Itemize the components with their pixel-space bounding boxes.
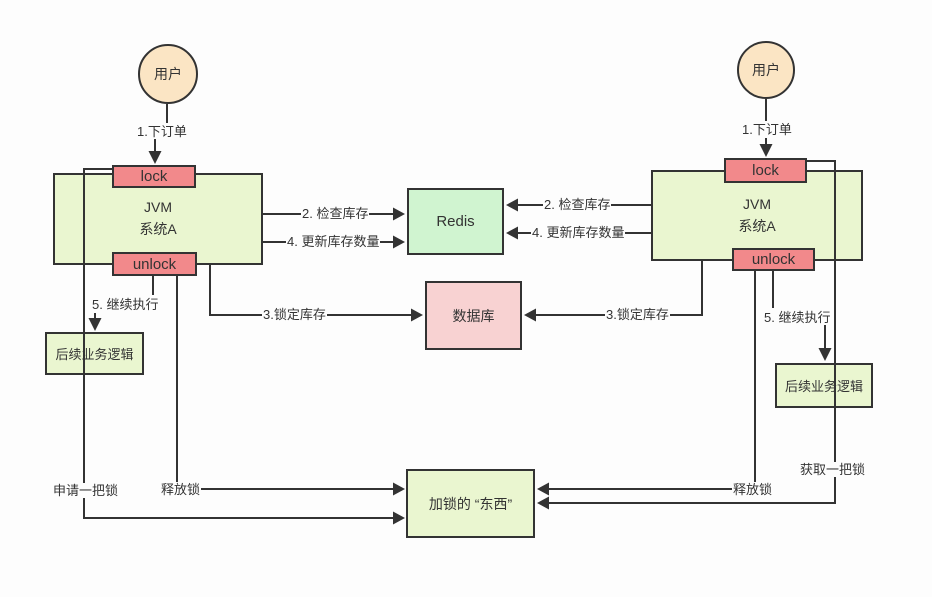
lock-left-node: lock [112,165,196,188]
jvm-left-subtitle: 系统A [139,221,177,237]
lockstock-left-label: 3.锁定库存 [262,307,327,322]
check-right-label: 2. 检查库存 [543,197,612,212]
followup-logic-left-node: 后续业务逻辑 [45,332,144,375]
apply-lock-label: 申请一把锁 [52,483,120,498]
lockstock-right-label: 3.锁定库存 [605,307,670,322]
followup-logic-right-node: 后续业务逻辑 [775,363,873,408]
locked-thing-node: 加锁的 “东西” [406,469,535,538]
release-right-label: 释放锁 [732,482,774,497]
edge-release-right [537,271,756,496]
continue-right-label: 5. 继续执行 [763,310,832,325]
update-right-label: 4. 更新库存数量 [531,225,626,240]
jvm-left-title: JVM [144,199,172,216]
order-left-label: 1.下订单 [136,124,188,139]
unlock-left-node: unlock [112,252,197,276]
release-left-label: 释放锁 [160,482,202,497]
lock-right-node: lock [724,158,807,183]
jvm-right-title: JVM [743,195,771,212]
acquire-lock-label: 获取一把锁 [799,462,867,477]
database-node: 数据库 [425,281,522,350]
continue-left-label: 5. 继续执行 [91,297,160,312]
redis-node: Redis [407,188,504,255]
user-right-node: 用户 [737,41,795,99]
unlock-right-node: unlock [732,248,815,271]
user-left-node: 用户 [138,44,198,104]
check-left-label: 2. 检查库存 [301,206,370,221]
update-left-label: 4. 更新库存数量 [286,234,381,249]
jvm-right-subtitle: 系统A [738,217,776,234]
order-right-label: 1.下订单 [741,122,793,137]
